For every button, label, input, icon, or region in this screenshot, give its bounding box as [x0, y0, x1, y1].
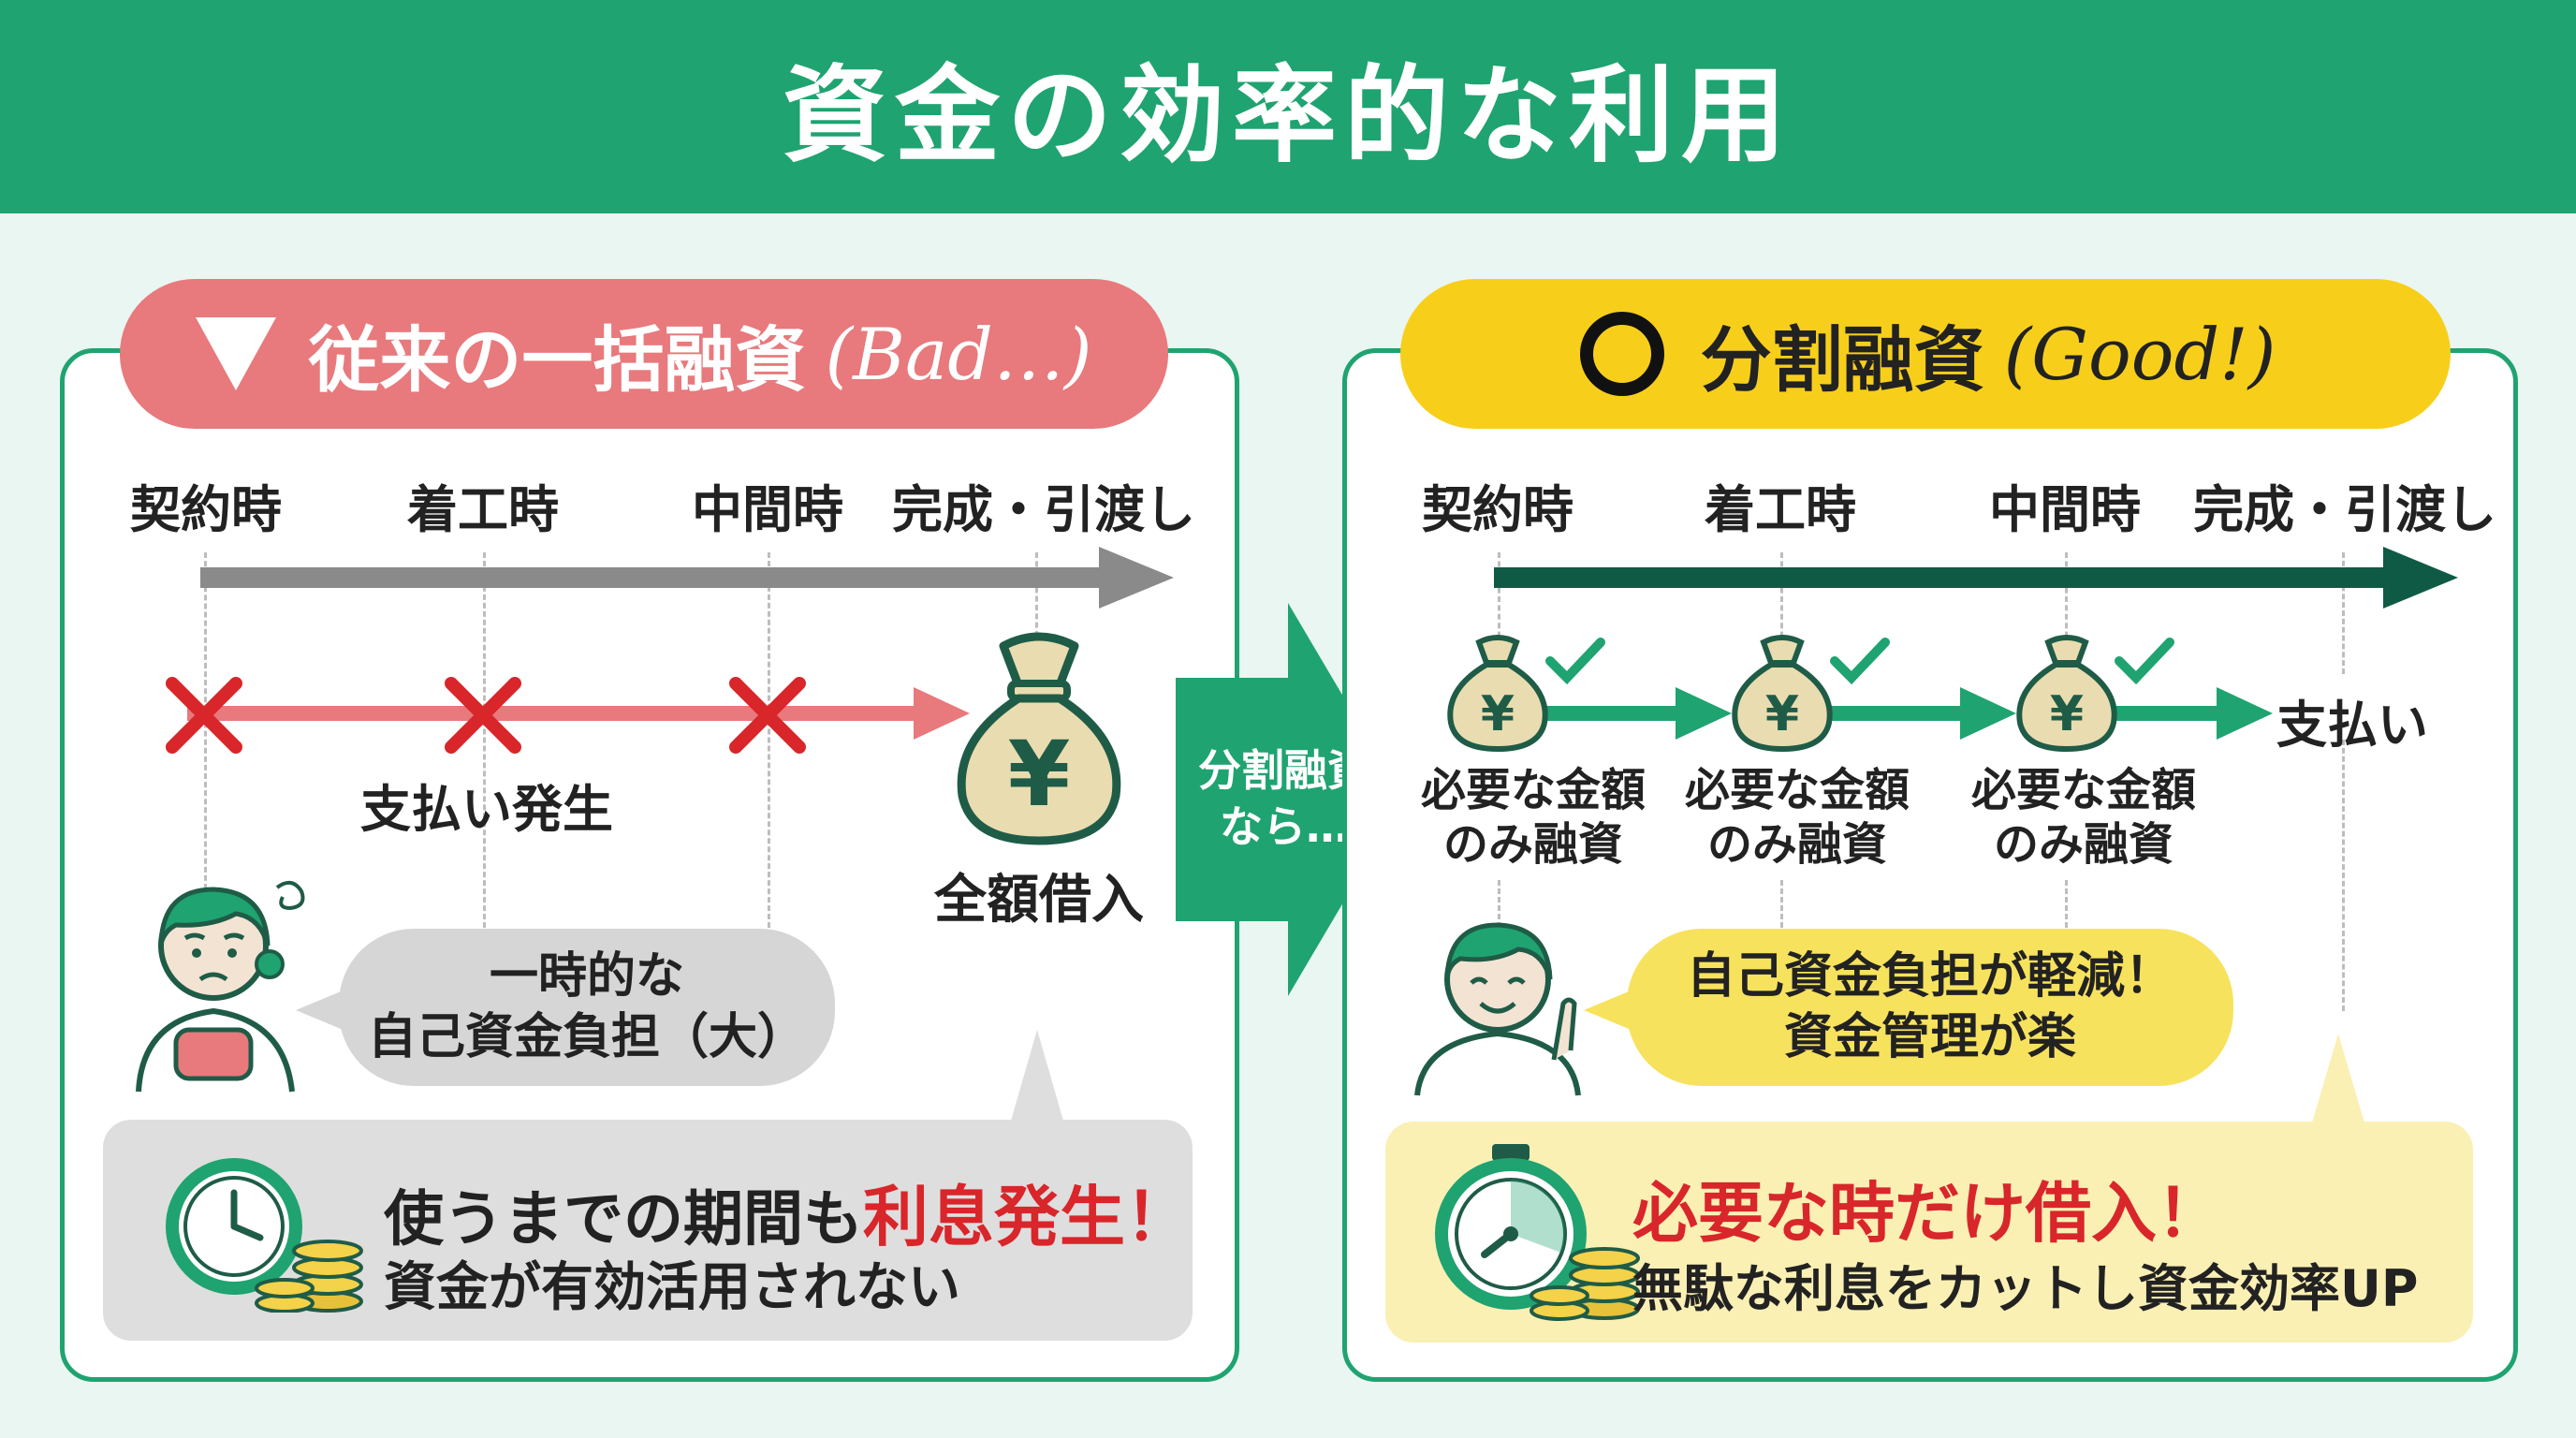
- left-guide-3: [768, 552, 770, 936]
- svg-text:¥: ¥: [1481, 686, 1515, 742]
- right-guide-4b: [2342, 740, 2345, 1011]
- left-guide-2: [483, 552, 486, 936]
- svg-text:¥: ¥: [1008, 722, 1071, 827]
- right-step-3-line1: 必要な金額: [1970, 764, 2196, 816]
- left-box-pointer: [1009, 1030, 1065, 1127]
- left-header-tag: (Bad…): [825, 312, 1092, 396]
- right-bubble-line1: 自己資金負担が軽減！: [1686, 948, 2174, 1005]
- right-payment-label: 支払い: [2276, 696, 2428, 755]
- right-guide-3: [2065, 552, 2068, 646]
- left-note-line1: 使うまでの期間も利息発生！: [384, 1165, 1191, 1259]
- right-header-label: 分割融資: [1700, 318, 1985, 402]
- right-stage-complete: 完成・引渡し: [2193, 480, 2496, 539]
- right-step-1: 必要な金額 のみ融資: [1402, 764, 1664, 872]
- right-guide-1: [1498, 552, 1500, 646]
- left-guide-4: [1035, 552, 1038, 637]
- worried-person-icon: [136, 880, 305, 1093]
- left-payment-label: 支払い発生: [360, 780, 613, 839]
- left-stage-contract: 契約時: [130, 480, 282, 539]
- money-bag-yen-icon: ¥: [1732, 635, 1890, 753]
- left-note-box: 使うまでの期間も利息発生！ 資金が有効活用されない: [103, 1120, 1193, 1341]
- left-stage-middle: 中間時: [692, 480, 843, 539]
- left-header-label: 従来の一括融資: [308, 318, 807, 402]
- right-step-1-line1: 必要な金額: [1420, 764, 1646, 816]
- right-note-line1: 必要な時だけ借入！: [1632, 1175, 2222, 1252]
- transition-label: 分割融資 なら…: [1181, 743, 1387, 856]
- left-note-prefix: 使うまでの期間も: [384, 1185, 863, 1255]
- svg-text:¥: ¥: [2050, 686, 2084, 742]
- left-header: 従来の一括融資 (Bad…): [120, 279, 1168, 429]
- left-timeline-arrow: [200, 547, 1174, 609]
- coins-icon: [1530, 1247, 1640, 1321]
- check-icon: [2115, 638, 2174, 685]
- right-guide-2: [1780, 552, 1783, 646]
- right-step-2: 必要な金額 のみ融資: [1666, 764, 1928, 872]
- right-note-line2: 無駄な利息をカットし資金効率UP: [1632, 1259, 2419, 1318]
- left-note-emphasis: 利息発生！: [863, 1179, 1191, 1255]
- transition-line1: 分割融資: [1198, 745, 1370, 796]
- down-triangle-icon: [196, 317, 277, 390]
- right-stage-contract: 契約時: [1422, 480, 1573, 539]
- x-mark-icon: [166, 677, 242, 754]
- right-note-box: 必要な時だけ借入！ 無駄な利息をカットし資金効率UP: [1385, 1122, 2473, 1343]
- left-speech-bubble: 一時的な 自己資金負担（大）: [339, 929, 835, 1086]
- right-step-3: 必要な金額 のみ融資: [1953, 764, 2215, 872]
- smiling-person-icon: [1414, 922, 1581, 1096]
- title-bar: 資金の効率的な利用: [0, 0, 2576, 213]
- right-bubble-tail: [1584, 987, 1640, 1034]
- right-guide-2b: [1780, 880, 1783, 936]
- stopwatch-icon: [1435, 1144, 1640, 1321]
- left-loan-label: 全額借入: [934, 870, 1144, 931]
- x-mark-icon: [729, 677, 806, 754]
- right-step-2-line1: 必要な金額: [1684, 764, 1910, 816]
- right-guide-4: [2342, 552, 2345, 674]
- right-guide-1b: [1498, 880, 1500, 936]
- right-stage-middle: 中間時: [1989, 480, 2141, 539]
- right-header-tag: (Good!): [2003, 312, 2276, 396]
- left-stage-start: 着工時: [407, 480, 559, 539]
- check-icon: [1830, 638, 1890, 685]
- transition-line2: なら…: [1220, 800, 1349, 852]
- page-title: 資金の効率的な利用: [783, 55, 1793, 177]
- left-bubble-line2: 自己資金負担（大）: [367, 1009, 806, 1065]
- right-header: 分割融資 (Good!): [1400, 279, 2451, 429]
- left-stage-complete: 完成・引渡し: [892, 480, 1195, 539]
- left-payment-arrow: [187, 687, 970, 740]
- right-payment-arrow-3: [2104, 687, 2273, 740]
- money-bag-yen-icon: ¥: [957, 632, 1121, 845]
- transition-arrow: [1176, 603, 1404, 996]
- right-step-2-line2: のみ融資: [1706, 817, 1887, 871]
- circle-icon: [1575, 307, 1669, 401]
- left-bubble-line1: 一時的な: [489, 948, 684, 1005]
- right-step-1-line2: のみ融資: [1442, 817, 1623, 871]
- right-speech-bubble: 自己資金負担が軽減！ 資金管理が楽: [1627, 929, 2233, 1086]
- right-stage-start: 着工時: [1705, 480, 1856, 539]
- svg-text:¥: ¥: [1765, 686, 1799, 742]
- money-bag-yen-icon: ¥: [1447, 635, 1605, 753]
- right-payment-arrow-1: [1535, 687, 1732, 740]
- clock-icon: [166, 1158, 363, 1313]
- money-bag-yen-icon: ¥: [2016, 635, 2174, 753]
- right-guide-3b: [2065, 880, 2068, 936]
- check-icon: [1545, 638, 1605, 685]
- right-bubble-line2: 資金管理が楽: [1783, 1009, 2076, 1065]
- right-payment-arrow-2: [1820, 687, 2016, 740]
- right-timeline-arrow: [1494, 547, 2458, 609]
- coins-icon: [255, 1240, 363, 1313]
- left-bubble-tail: [296, 987, 352, 1034]
- right-step-3-line2: のみ融資: [1993, 817, 2174, 871]
- x-mark-icon: [445, 677, 521, 754]
- right-box-pointer: [2310, 1034, 2366, 1129]
- left-note-line2: 資金が有効活用されない: [384, 1257, 960, 1318]
